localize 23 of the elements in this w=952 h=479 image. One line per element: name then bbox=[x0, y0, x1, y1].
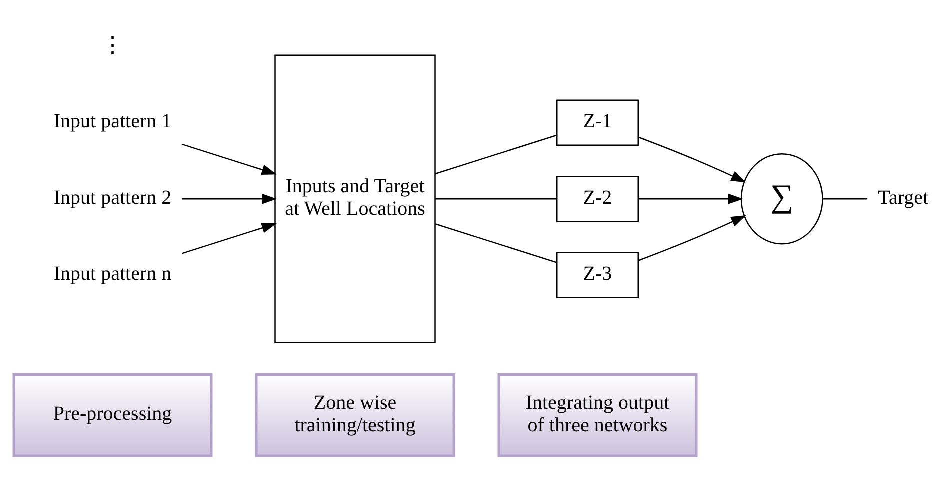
node-circle: ∑ bbox=[740, 152, 823, 244]
arrow bbox=[181, 143, 276, 175]
node-box: Pre-processing bbox=[12, 372, 212, 457]
node-text: Input pattern 1 bbox=[53, 110, 172, 132]
arrow bbox=[638, 193, 743, 204]
node-box: Zone wise training/testing bbox=[254, 372, 455, 457]
node-text: Input pattern n bbox=[53, 262, 172, 285]
node-box: Inputs and Target at Well Locations bbox=[274, 54, 436, 343]
node-text: Target bbox=[878, 186, 928, 208]
node-box: Z-1 bbox=[556, 99, 638, 146]
arrow bbox=[638, 136, 746, 182]
connector bbox=[434, 223, 557, 263]
connector bbox=[434, 134, 557, 174]
label: ⋮ bbox=[100, 32, 124, 57]
connector bbox=[434, 198, 556, 200]
node-box: Integrating output of three networks bbox=[497, 372, 698, 457]
arrow bbox=[182, 193, 276, 204]
node-box: Z-3 bbox=[556, 252, 638, 298]
node-text: Input pattern 2 bbox=[53, 186, 172, 208]
node-box: Z-2 bbox=[556, 175, 638, 222]
connector bbox=[822, 198, 868, 200]
arrow bbox=[638, 215, 746, 261]
arrow bbox=[181, 222, 276, 254]
